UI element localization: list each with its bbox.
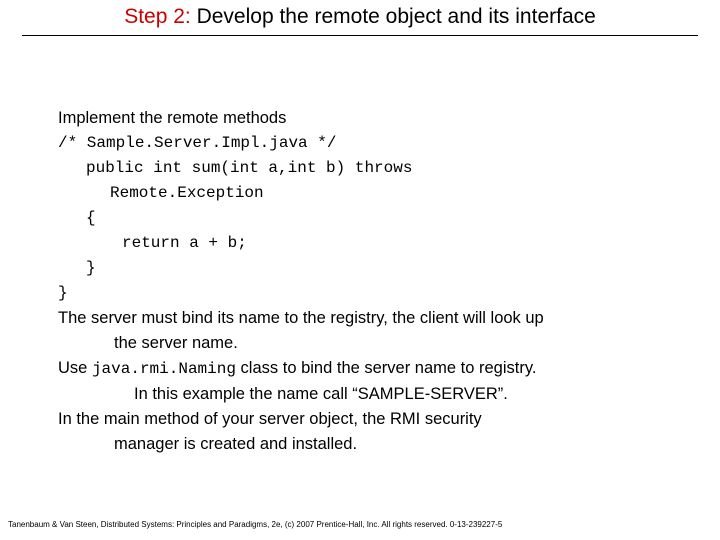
body-line-return: return a + b; xyxy=(122,234,247,252)
body-line-close-brace-inner: } xyxy=(86,259,96,277)
body-line-example-name: In this example the name call “SAMPLE-SE… xyxy=(134,385,508,403)
body-line-main-method: In the main method of your server object… xyxy=(58,410,482,428)
body-line-use-naming-pre: Use xyxy=(58,359,92,377)
body-line-method-signature: public int sum(int a,int b) throws xyxy=(86,159,413,177)
body-line-bind-registry: The server must bind its name to the reg… xyxy=(58,309,544,327)
body-line-remote-exception: Remote.Exception xyxy=(110,184,264,202)
title-divider xyxy=(22,35,698,36)
body-line-security-manager: manager is created and installed. xyxy=(114,435,358,453)
body-line-use-naming-code: java.rmi.Naming xyxy=(91,360,236,378)
body-line-implement: Implement the remote methods xyxy=(58,109,287,127)
title-step-label: Step 2: xyxy=(124,5,191,28)
title-text: Develop the remote object and its interf… xyxy=(190,5,596,28)
slide-body: Implement the remote methods /* Sample.S… xyxy=(58,106,690,457)
body-line-use-naming: Use java.rmi.Naming class to bind the se… xyxy=(58,356,690,382)
body-line-use-naming-post: class to bind the server name to registr… xyxy=(235,359,537,377)
body-line-close-brace-outer: } xyxy=(58,284,68,302)
page-title: Step 2: Develop the remote object and it… xyxy=(0,4,720,30)
body-line-comment: /* Sample.Server.Impl.java */ xyxy=(58,134,337,152)
footer-attribution: Tanenbaum & Van Steen, Distributed Syste… xyxy=(8,520,503,529)
body-line-open-brace: { xyxy=(86,209,96,227)
body-line-server-name: the server name. xyxy=(114,334,238,352)
